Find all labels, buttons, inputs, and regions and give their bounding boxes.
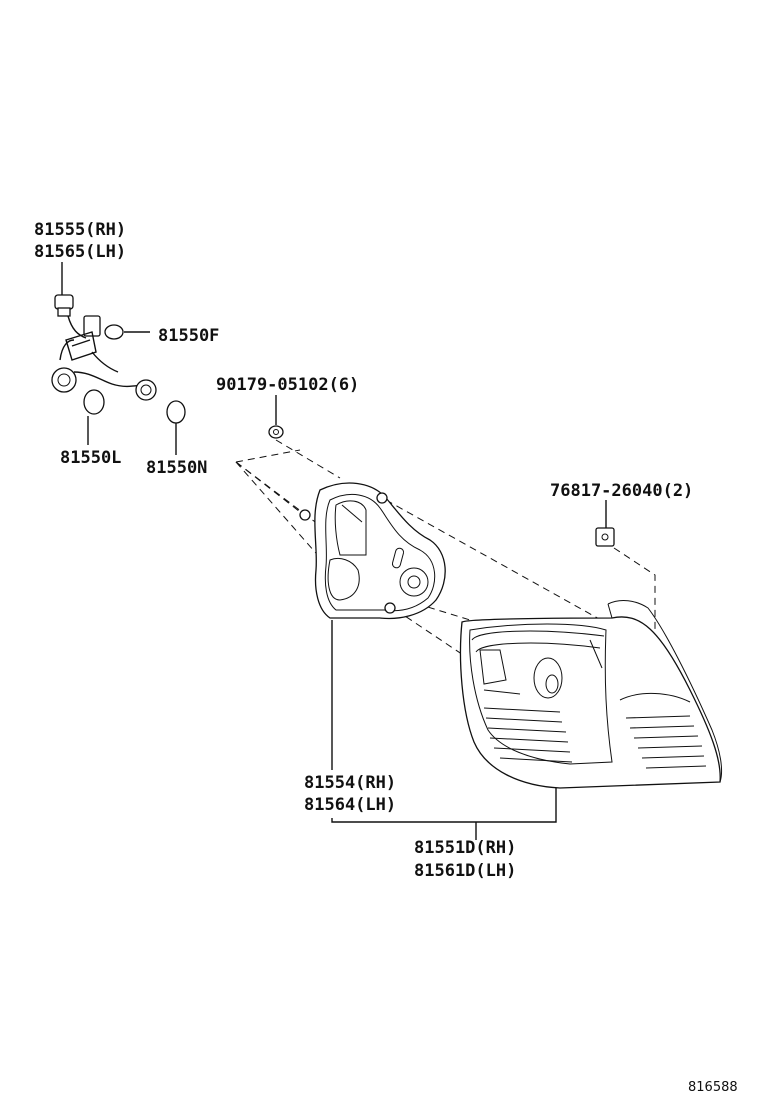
- label-screw: 90179-05102(6): [216, 375, 359, 395]
- bulb-81550n: [166, 400, 186, 455]
- label-lamp-rh: 81551D(RH): [414, 838, 516, 858]
- part-leader-lines: [331, 620, 557, 840]
- clip-part: [595, 500, 615, 547]
- label-lamp-lh: 81561D(LH): [414, 861, 516, 881]
- rear-lamp-part: [459, 600, 723, 789]
- label-gasket-lh: 81564(LH): [304, 795, 396, 815]
- socket-wire-assembly: [51, 262, 157, 401]
- gasket-part: [299, 482, 446, 620]
- label-socket-lh: 81565(LH): [34, 242, 126, 262]
- bulb-81550l: [83, 389, 105, 445]
- bulb-81550f: [104, 324, 150, 340]
- screw-part: [268, 395, 284, 439]
- figure-id: 816588: [688, 1080, 738, 1095]
- label-bulb-l: 81550L: [60, 448, 121, 468]
- label-bulb-f: 81550F: [158, 326, 219, 346]
- label-clip: 76817-26040(2): [550, 481, 693, 501]
- label-socket-rh: 81555(RH): [34, 220, 126, 240]
- label-bulb-n: 81550N: [146, 458, 207, 478]
- label-gasket-rh: 81554(RH): [304, 773, 396, 793]
